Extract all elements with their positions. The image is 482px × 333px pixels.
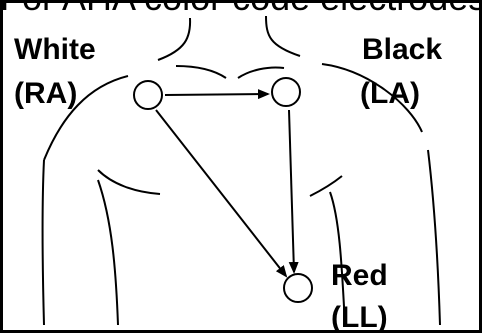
electrode-la — [271, 77, 301, 107]
arm-left-outer — [41, 159, 45, 326]
lead-ra-to-ll — [155, 109, 288, 278]
shoulder-left-outline — [43, 75, 129, 161]
arm-left-inner — [97, 179, 119, 326]
label-ll-color: Red — [331, 259, 388, 292]
arm-right-outer — [427, 149, 441, 326]
lead-la-to-ll — [288, 109, 299, 274]
diagram-title: For AHA color code electrodes — [0, 0, 482, 18]
label-ra-code: (RA) — [14, 77, 78, 110]
clavicle-right — [237, 66, 285, 79]
arm-right-inner — [329, 191, 346, 326]
label-la-color: Black — [362, 33, 443, 66]
label-ll-code: (LL) — [331, 301, 388, 333]
neck-right-outline — [265, 15, 301, 57]
electrode-ll — [283, 273, 313, 303]
shoulder-right-outline — [321, 63, 423, 133]
neck-left-outline — [157, 17, 192, 61]
chest-crease-left — [97, 169, 161, 195]
chest-crease-right — [309, 175, 343, 197]
electrode-ra — [133, 80, 163, 110]
label-la-code: (LA) — [360, 77, 420, 110]
lead-ra-to-la — [164, 89, 270, 100]
label-ra-color: White — [14, 33, 96, 66]
clavicle-left — [175, 65, 227, 79]
